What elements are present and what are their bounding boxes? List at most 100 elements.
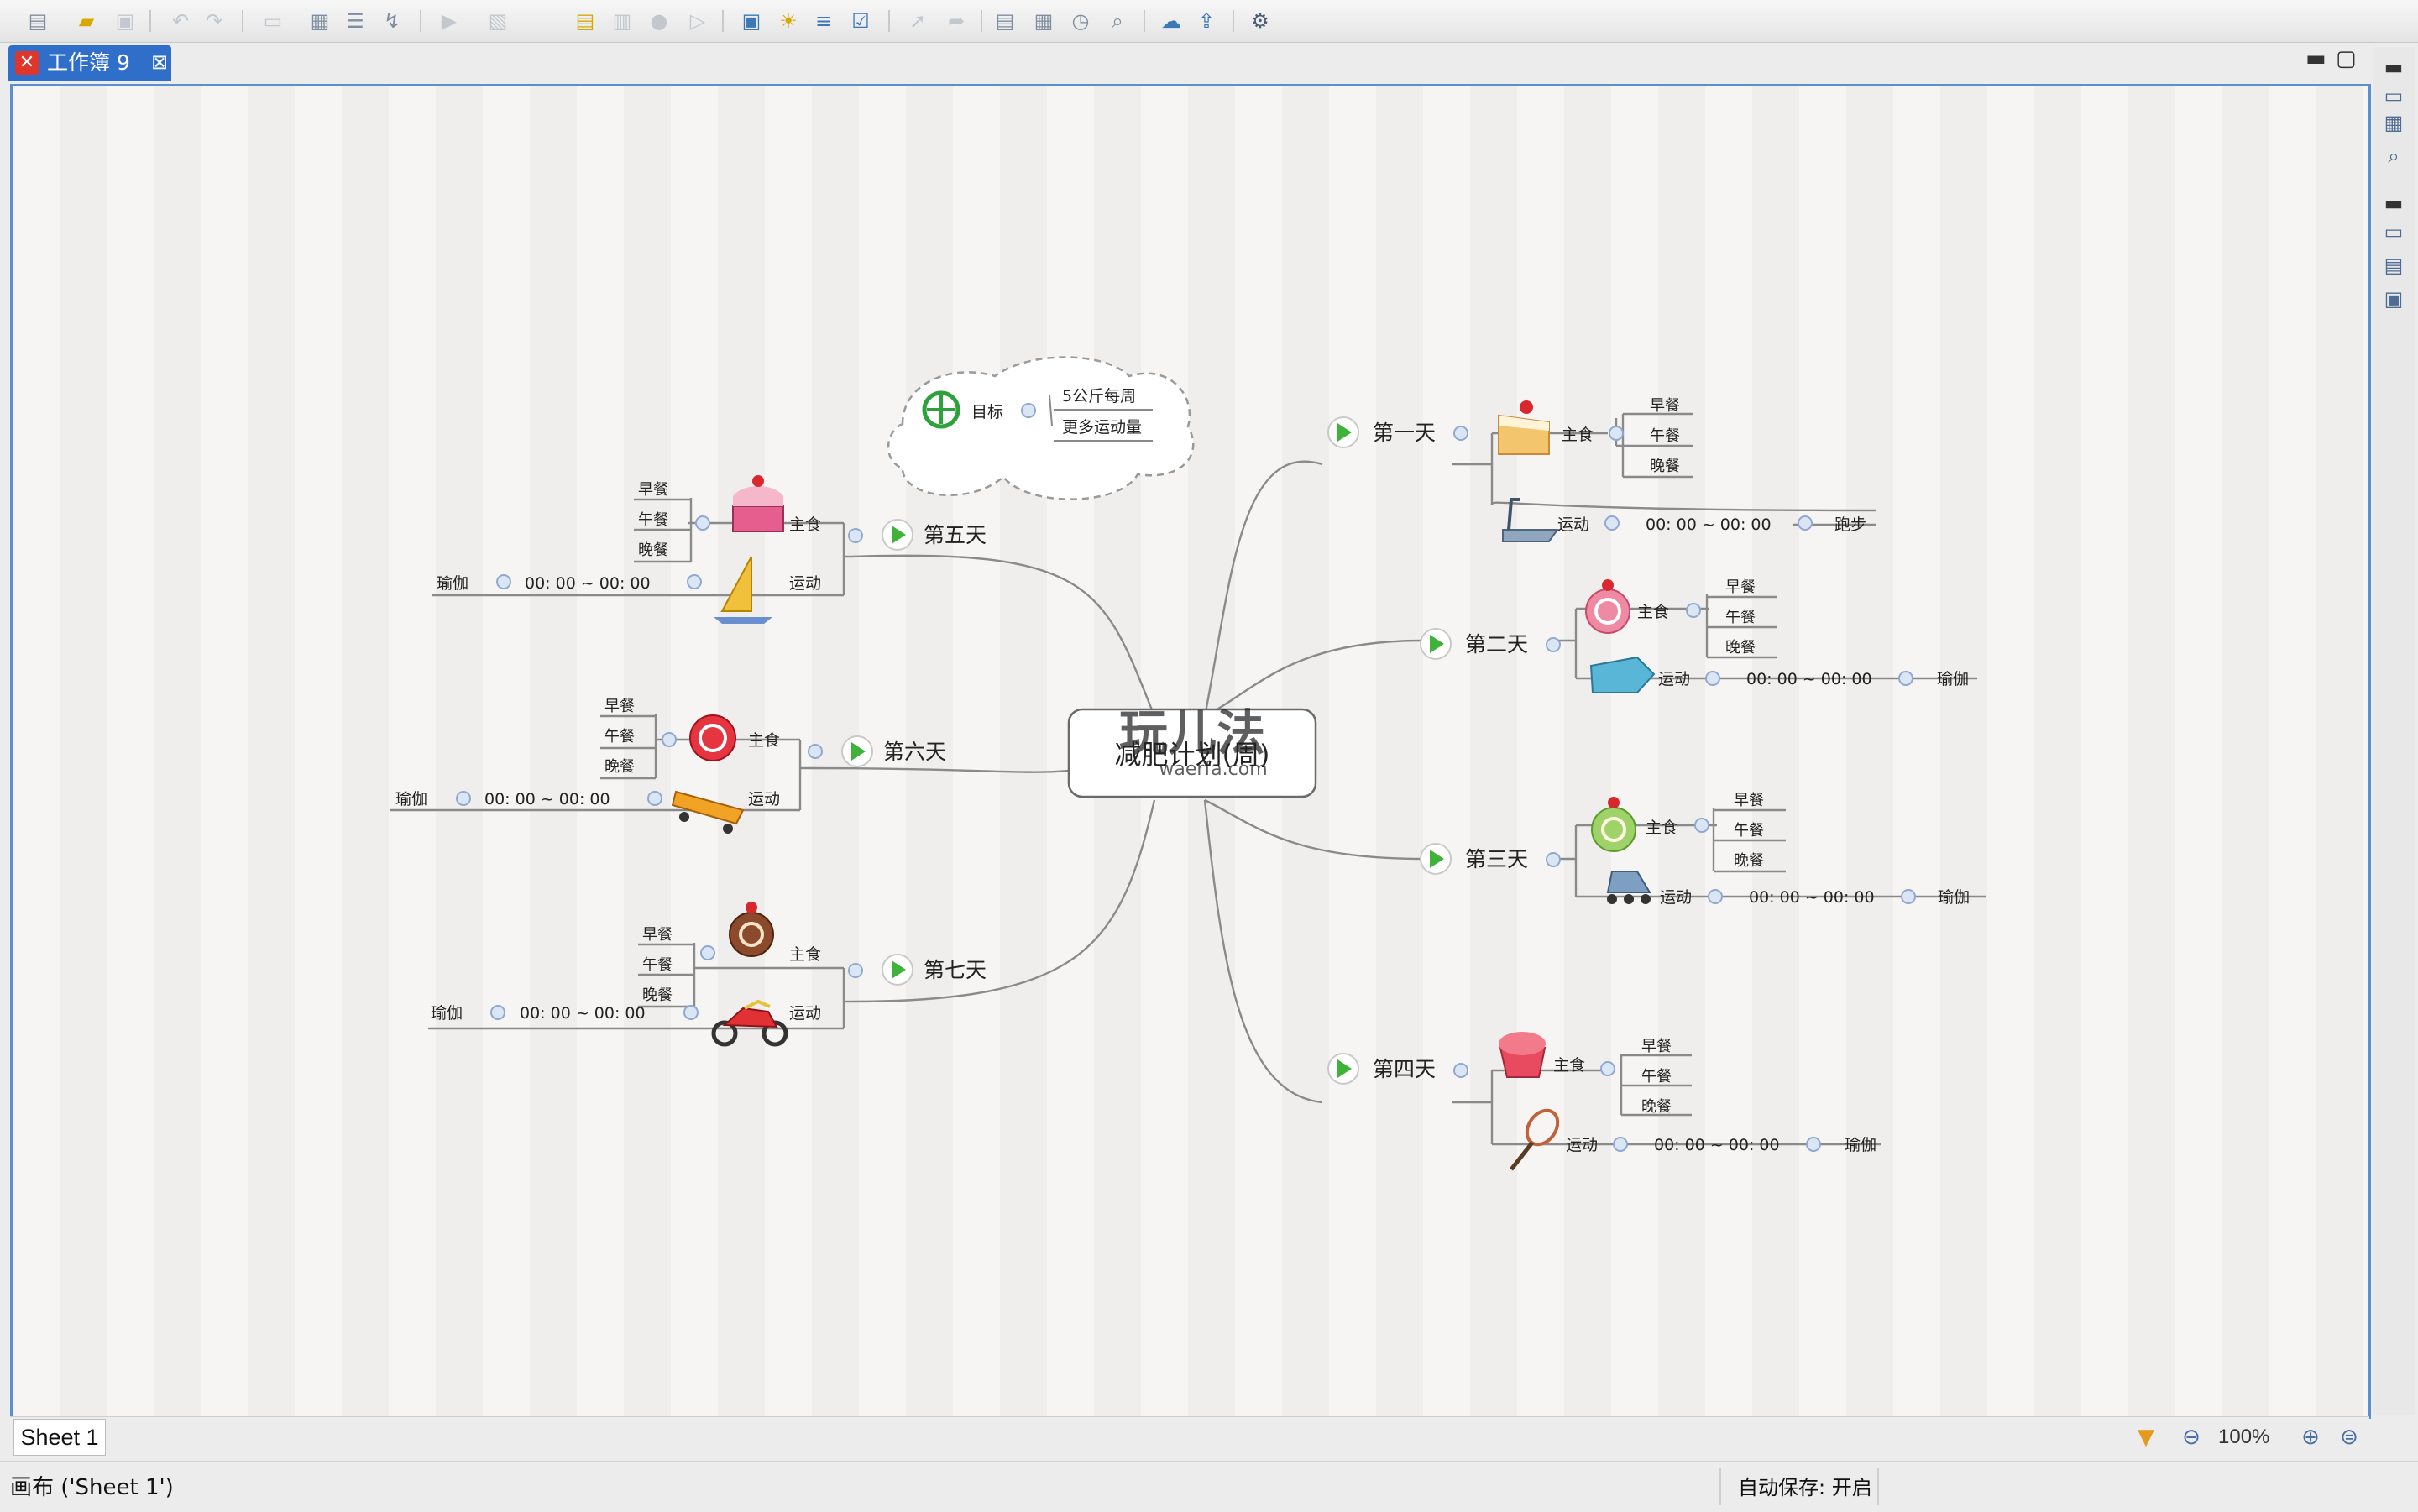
food-label: 主食 [1562, 426, 1594, 444]
save-icon[interactable]: ▣ [115, 9, 135, 33]
tasks-icon[interactable]: ☑ [851, 9, 870, 33]
restore-panel-icon[interactable]: ▭ [2384, 220, 2404, 243]
watermark-logo: 玩儿法 [1119, 704, 1265, 761]
cake-icon [1498, 400, 1550, 455]
outline-view-icon[interactable]: ▤ [995, 9, 1015, 33]
meal-label: 早餐 [1734, 792, 1764, 809]
share-icon[interactable]: ➦ [947, 9, 966, 33]
collapse-icon[interactable] [848, 528, 863, 543]
toolbar-separator [1233, 10, 1234, 32]
search-icon[interactable]: ⌕ [1112, 9, 1123, 33]
collapse-icon[interactable] [1686, 603, 1701, 618]
day-topic[interactable]: 第七天 [848, 954, 987, 986]
collapse-icon[interactable] [808, 744, 823, 759]
collapse-icon[interactable] [1600, 1061, 1615, 1076]
export-icon[interactable]: ⇪ [1197, 9, 1216, 33]
clock-icon[interactable]: ◷ [1071, 9, 1090, 33]
detach-icon[interactable]: ☰ [346, 9, 364, 33]
settings-icon[interactable]: ⚙ [1251, 9, 1269, 33]
collapse-icon[interactable] [683, 1005, 699, 1020]
time-label: 00: 00 ~ 00: 00 [1654, 1136, 1780, 1154]
collapse-icon[interactable] [1604, 515, 1620, 531]
workbook-tab[interactable]: ✕ 工作簿 9 ⊠ [8, 45, 171, 81]
exercise-label: 运动 [1557, 515, 1589, 534]
toolbar-separator [149, 10, 151, 32]
minimize-panel-icon[interactable]: ▬ [2384, 55, 2404, 79]
collapse-icon[interactable] [848, 963, 863, 978]
open-icon[interactable]: ▰ [78, 9, 95, 33]
collapse-icon[interactable] [1609, 426, 1624, 441]
day-topic[interactable]: 第四天 [1327, 1053, 1468, 1085]
note-icon[interactable]: ▥ [612, 9, 632, 33]
marker-icon[interactable]: ▣ [741, 9, 762, 33]
boundary-icon[interactable]: ▤ [575, 9, 595, 33]
fit-zoom-icon[interactable]: ⊜ [2340, 1425, 2358, 1450]
gantt-icon[interactable]: ≡ [814, 9, 833, 33]
sheet-tab[interactable]: Sheet 1 [13, 1419, 106, 1456]
goal-cloud[interactable]: 目标 5公斤每周 更多运动量 [887, 356, 1195, 500]
minimize-panel-icon[interactable]: ▬ [2384, 191, 2404, 215]
yoga-mat-icon [1589, 656, 1656, 693]
collapse-icon[interactable] [456, 791, 471, 806]
mind-map-canvas[interactable]: 目标 5公斤每周 更多运动量 减肥计划(周) 玩儿法 waerfa.com 第一… [10, 84, 2371, 1419]
collapse-icon[interactable] [1453, 1063, 1468, 1078]
outline-icon[interactable]: ▦ [2384, 111, 2404, 134]
attachment-icon[interactable]: ▷ [689, 9, 706, 33]
meal-label: 早餐 [1641, 1038, 1672, 1055]
hyperlink-icon[interactable]: ● [650, 9, 668, 33]
collapse-icon[interactable] [1798, 515, 1813, 531]
collapse-icon[interactable] [1021, 403, 1036, 418]
day-topic[interactable]: 第五天 [848, 519, 987, 551]
upload-icon[interactable]: ☁ [1161, 9, 1181, 33]
exercise-label: 运动 [789, 574, 821, 593]
properties-icon[interactable]: ▤ [2384, 254, 2404, 277]
zoom-out-icon[interactable]: ⊖ [2182, 1425, 2201, 1450]
play-icon [851, 742, 866, 761]
collapse-icon[interactable] [662, 732, 677, 747]
collapse-icon[interactable] [1453, 426, 1468, 441]
collapse-icon[interactable] [1705, 671, 1720, 686]
collapse-icon[interactable] [1806, 1137, 1821, 1152]
filter-icon[interactable]: ▼ [2138, 1425, 2154, 1450]
brainstorm-icon[interactable]: ☀ [779, 9, 798, 33]
day-topic[interactable]: 第六天 [808, 735, 946, 767]
undo-icon[interactable]: ↶ [171, 9, 190, 33]
maximize-editor-icon[interactable]: ▢ [2336, 46, 2357, 71]
relationship-icon[interactable]: ↯ [383, 9, 401, 33]
workbook-tab-title: 工作簿 9 [47, 50, 130, 75]
day-topic[interactable]: 第一天 [1327, 416, 1468, 448]
central-topic[interactable]: 减肥计划(周) 玩儿法 waerfa.com [1067, 704, 1317, 798]
collapse-icon[interactable] [1901, 889, 1916, 904]
insert-topic-icon[interactable]: ▭ [263, 9, 283, 33]
zoom-in-icon[interactable]: ⊕ [2301, 1425, 2320, 1450]
collapse-icon[interactable] [490, 1005, 505, 1020]
meal-label: 晚餐 [1641, 1098, 1672, 1116]
collapse-icon[interactable] [1694, 818, 1709, 833]
presentation-icon[interactable]: ▶ [441, 9, 458, 33]
close-tab-icon[interactable]: ⊠ [151, 50, 169, 74]
picture-icon[interactable]: ▧ [488, 9, 508, 33]
collapse-icon[interactable] [1708, 889, 1723, 904]
collapse-icon[interactable] [496, 574, 511, 589]
overview-icon[interactable]: ▦ [1034, 9, 1054, 33]
redo-icon[interactable]: ↷ [205, 9, 223, 33]
status-bar: 画布 ('Sheet 1') 自动保存: 开启 [0, 1461, 2418, 1512]
collapse-icon[interactable] [700, 945, 715, 960]
share-icon[interactable]: ➚ [908, 9, 927, 33]
new-workbook-icon[interactable]: ▤ [28, 9, 48, 33]
collapse-icon[interactable] [695, 515, 710, 531]
subtopic-icon[interactable]: ▦ [310, 9, 330, 33]
collapse-icon[interactable] [1546, 637, 1561, 652]
collapse-icon[interactable] [647, 791, 662, 806]
overview-icon[interactable]: ▣ [2384, 287, 2404, 311]
collapse-icon[interactable] [1613, 1137, 1628, 1152]
minimize-editor-icon[interactable]: ▬ [2305, 46, 2326, 71]
day-topic[interactable]: 第二天 [1420, 628, 1561, 660]
zoom-search-icon[interactable]: ⌕ [2388, 144, 2400, 168]
collapse-icon[interactable] [1898, 671, 1913, 686]
day-topic[interactable]: 第三天 [1420, 843, 1561, 875]
collapse-icon[interactable] [687, 574, 702, 589]
restore-panel-icon[interactable]: ▭ [2384, 84, 2404, 107]
collapse-icon[interactable] [1546, 852, 1561, 867]
meal-label: 晚餐 [1650, 458, 1680, 475]
